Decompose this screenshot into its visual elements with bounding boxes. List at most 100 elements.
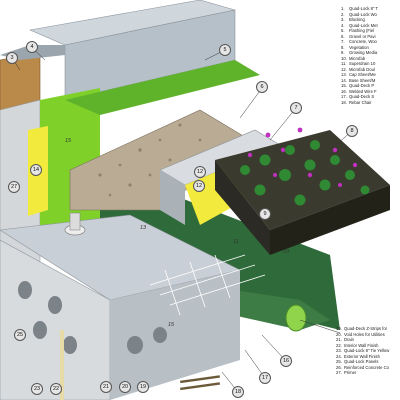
callout-11: 11 <box>233 239 239 245</box>
legend-bottom-item-label: Quad-Lock 8" Tie Yellow <box>344 348 390 353</box>
legend-top-item: 8. Vegetation <box>341 45 400 51</box>
legend-top-item-label: Superdrain 10 <box>349 61 376 66</box>
legend-top-item-label: Flashing (Fiel <box>349 28 375 33</box>
legend-top-item-number: 7. <box>341 39 345 44</box>
legend-top-item: 7. Concrete, Woo <box>341 39 400 45</box>
callout-22: 22 <box>50 383 62 395</box>
callout-17: 17 <box>259 372 271 384</box>
legend-top-item-number: 9. <box>341 50 345 55</box>
legend-bottom-item-number: 24. <box>336 353 342 359</box>
legend-top-item-label: Gravel or Pavi <box>349 33 376 39</box>
callout-4: 4 <box>26 41 38 53</box>
legend-bottom-item-number: 20. <box>336 331 342 337</box>
legend-top-item: 17.Quad-Deck S <box>341 94 400 100</box>
legend-top-item-number: 15. <box>341 83 347 88</box>
legend-top-item-label: Blocking <box>349 17 365 22</box>
legend-top-item-label: Vegetation <box>349 44 369 50</box>
callout-15: 15 <box>64 138 72 144</box>
membrane-roll <box>285 304 307 332</box>
legend-top-item-number: 2. <box>341 11 345 17</box>
concrete-curb-face <box>160 170 185 225</box>
callout-5: 5 <box>219 44 231 56</box>
legend-bottom-item-label: Quad-Deck Z-Strips for <box>344 326 388 331</box>
legend-top-item-number: 1. <box>341 6 345 11</box>
legend-top-item-number: 10. <box>341 55 347 61</box>
legend-bottom-item-number: 22. <box>336 342 342 348</box>
callout-13: 13 <box>139 225 147 231</box>
legend-top-item: 16.Welded Wire F <box>341 89 400 95</box>
legend-bottom-item: 22.Interior Wall Finish <box>336 343 400 349</box>
legend-bottom-item: 25.Quad-Lock Panels <box>336 359 400 365</box>
deck-slab-face <box>0 239 111 400</box>
callout-16: 16 <box>280 355 292 367</box>
callout-15-deck: 15 <box>167 322 175 328</box>
legend-top-item-number: 16. <box>341 88 347 94</box>
callout-21: 21 <box>100 381 112 393</box>
callout-20: 20 <box>119 381 131 393</box>
legend-top-item-number: 12. <box>341 66 347 72</box>
vegetation-flowers <box>247 127 358 187</box>
callout-12-curb: 12 <box>194 166 206 178</box>
legend-bottom-item-label: Drain <box>344 337 355 342</box>
callout-18: 18 <box>232 386 244 398</box>
legend-top-item-label: Quad-Deck P <box>349 83 375 88</box>
legend-top-item-number: 18. <box>341 99 347 105</box>
legend-top-item-number: 11. <box>341 61 347 66</box>
legend-bottom-item-number: 25. <box>336 359 342 364</box>
legend-bottom-item: 26.Reinforced Concrete Co <box>336 365 400 371</box>
legend-top-item: 6. Gravel or Pavi <box>341 34 400 40</box>
callout-9: 9 <box>259 208 271 220</box>
legend-top-item: 10.Microfab <box>341 56 400 62</box>
legend-top-item: 12.Microfab Doul <box>341 67 400 73</box>
legend-top-item: 5.Flashing (Fiel <box>341 28 400 34</box>
void-holes <box>18 281 167 354</box>
callout-10: 10 <box>282 249 290 255</box>
legend-top-item-number: 4. <box>341 22 345 28</box>
legend-top-item-label: Quad-Lock Wo <box>349 11 377 17</box>
legend-top-item-label: Rebar Chair <box>349 99 372 105</box>
legend-top-item: 15.Quad-Deck P <box>341 83 400 89</box>
legend-bottom-item-number: 21. <box>336 337 342 342</box>
legend-top-item-number: 8. <box>341 44 345 50</box>
legend-top-item-number: 6. <box>341 33 345 39</box>
growing-media-side <box>270 185 390 255</box>
callout-19: 19 <box>137 381 149 393</box>
legend-bottom-item: 23.Quad-Lock 8" Tie Yellow <box>336 348 400 354</box>
legend-bottom-item-label: Quad-Lock Panels <box>344 359 379 364</box>
legend-bottom-item: 24.Exterior Wall Finish <box>336 354 400 360</box>
legend-top-item-number: 13. <box>341 72 347 77</box>
callout-12: 12 <box>193 180 205 192</box>
legend-top-item: 13.Cap Sheet/Me <box>341 72 400 78</box>
legend-top-item-label: Base Sheet/M <box>349 77 376 83</box>
legend-top-item-label: Cap Sheet/Me <box>349 72 376 77</box>
legend-bottom-item-label: Interior Wall Finish <box>344 342 379 348</box>
legend-bottom-item: 19.Quad-Deck Z-Strips for <box>336 326 400 332</box>
legend-bottom-item-label: Exterior Wall Finish <box>344 353 380 359</box>
legend-bottom-item-label: Void Holes for Utilities <box>344 331 385 337</box>
legend-bottom-item: 27.Primer <box>336 370 400 376</box>
callout-7: 7 <box>290 102 302 114</box>
legend-top-item-label: Welded Wire F <box>349 88 377 94</box>
legend-top-item: 1.Quad-Lock 8" T <box>341 6 400 12</box>
legend-top-item-number: 3. <box>341 17 345 22</box>
legend-top-item-number: 14. <box>341 77 347 83</box>
legend-top-item: 2. Quad-Lock Wo <box>341 12 400 18</box>
legend-top-item-label: Quad-Lock Met <box>349 22 378 28</box>
callout-14: 14 <box>30 164 42 176</box>
callout-6: 6 <box>256 81 268 93</box>
callout-25: 25 <box>14 329 26 341</box>
rebar <box>180 375 221 391</box>
legend-bottom-item-label: Reinforced Concrete Co <box>344 364 389 370</box>
upper-green-band <box>65 60 260 115</box>
legend-top-item-label: Concrete, Woo <box>349 39 377 44</box>
legend-bottom-item-number: 27. <box>336 370 342 375</box>
legend-top-item: 4. Quad-Lock Met <box>341 23 400 29</box>
callout-23: 23 <box>31 383 43 395</box>
welded-wire-grid <box>149 254 266 316</box>
deck-slab-side <box>110 270 240 400</box>
legend-top-item: 3. Blocking <box>341 17 400 23</box>
legend-bottom-item-label: Primer <box>344 370 357 375</box>
